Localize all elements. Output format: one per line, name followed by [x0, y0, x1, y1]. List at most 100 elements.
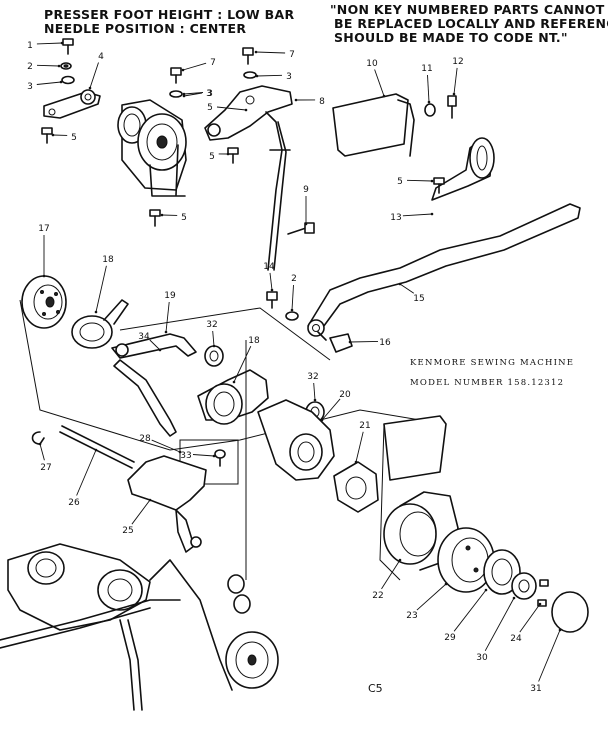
screw-5b-part [149, 209, 161, 227]
bobbin-case-29-part [483, 549, 521, 595]
callout-number-8: 8 [319, 97, 325, 107]
notice-line-2: BE REPLACED LOCALLY AND REFERENCE [334, 16, 608, 31]
callout-leader-30 [484, 597, 515, 652]
arm-15-part [307, 203, 581, 337]
caption-model-number: MODEL NUMBER 158.12312 [410, 378, 565, 388]
callout-leader-12 [453, 67, 458, 95]
callout-number-29: 29 [444, 633, 456, 643]
lower-mechanism-assembly [0, 340, 279, 711]
callout-number-33: 33 [180, 451, 191, 461]
callout-leader-10 [374, 69, 385, 97]
callout-arrowhead-33 [212, 454, 216, 458]
callout-leader-19 [165, 301, 170, 333]
callout-arrowhead-17 [42, 274, 46, 278]
callout-leader-23 [416, 583, 447, 611]
callout-leader-22 [381, 559, 401, 590]
callout-arrowhead-9 [304, 222, 308, 226]
screw-5d-part [433, 177, 445, 194]
callout-number-27: 27 [40, 463, 51, 473]
needle-position-text: NEEDLE POSITION : CENTER [44, 21, 247, 36]
callout-arrowhead-19 [164, 330, 168, 334]
callout-arrowhead-10 [382, 94, 386, 98]
callout-number-2: 2 [291, 274, 297, 284]
callout-number-3: 3 [286, 72, 292, 82]
callout-arrowhead-2 [57, 64, 61, 68]
callout-arrowhead-18 [232, 380, 236, 384]
washer-11-part [424, 103, 436, 117]
callout-leader-2 [36, 64, 60, 67]
callout-arrowhead-12 [452, 92, 456, 96]
callout-arrowhead-3 [59, 80, 63, 84]
callout-number-18: 18 [248, 336, 260, 346]
callout-number-16: 16 [379, 338, 391, 348]
callout-number-20: 20 [339, 390, 351, 400]
callout-number-32: 32 [307, 372, 318, 382]
callout-arrowhead-21 [354, 460, 358, 464]
callout-arrowhead-20 [320, 418, 324, 422]
callout-number-7: 7 [289, 50, 295, 60]
callout-arrowhead-29 [484, 588, 488, 592]
screws-24-part [537, 579, 549, 607]
callout-arrowhead-8 [294, 98, 298, 102]
callout-leader-31 [538, 629, 561, 682]
callout-leader-25 [131, 499, 151, 525]
callout-arrowhead-5 [430, 179, 434, 183]
callout-arrowhead-25 [148, 498, 152, 502]
callout-number-26: 26 [68, 498, 80, 508]
callout-number-9: 9 [303, 185, 309, 195]
callout-arrowhead-28 [178, 450, 182, 454]
callout-leader-1 [36, 42, 63, 45]
screw-9-part [287, 222, 315, 235]
callout-arrowhead-32 [313, 398, 317, 402]
callout-number-10: 10 [366, 59, 378, 69]
callout-leader-5 [216, 106, 247, 111]
lever-8-part [204, 85, 293, 271]
callout-arrowhead-31 [558, 628, 562, 632]
callout-arrowhead-16 [348, 340, 352, 344]
callout-number-25: 25 [122, 526, 133, 536]
callout-arrowhead-3 [182, 94, 186, 98]
callout-number-28: 28 [139, 434, 151, 444]
callout-number-5: 5 [181, 213, 187, 223]
callout-number-30: 30 [476, 653, 488, 663]
gear-17-part [21, 275, 67, 329]
callout-arrowhead-5 [244, 108, 248, 112]
callout-arrowhead-5 [226, 152, 230, 156]
page-id: C5 [368, 682, 383, 695]
callout-number-31: 31 [530, 684, 541, 694]
bracket-25-part [127, 455, 207, 553]
callout-number-15: 15 [413, 294, 424, 304]
callout-leader-29 [453, 589, 487, 632]
callout-leader-3 [36, 81, 62, 85]
screw-14-part [266, 291, 278, 309]
callout-leader-3 [183, 92, 203, 97]
callout-number-34: 34 [138, 332, 150, 342]
washer-18-part [71, 299, 129, 349]
screw-7-part [169, 67, 183, 98]
callout-arrowhead-1 [60, 41, 64, 45]
callout-number-13: 13 [390, 213, 401, 223]
callout-number-17: 17 [38, 224, 49, 234]
plate-10-part [332, 93, 415, 157]
stud-16-part [317, 331, 353, 353]
callout-number-19: 19 [164, 291, 176, 301]
callout-arrowhead-2 [290, 308, 294, 312]
notice-line-3: SHOULD BE MADE TO CODE NT." [334, 30, 568, 45]
callout-leader-7 [182, 62, 207, 71]
motor-pulley-assembly [117, 99, 187, 197]
callout-leader-18 [95, 265, 107, 313]
callout-number-3: 3 [206, 89, 212, 99]
callout-arrowhead-30 [512, 596, 516, 600]
callout-arrowhead-5 [160, 213, 164, 217]
bracket-4-part [43, 89, 101, 119]
callout-number-23: 23 [406, 611, 417, 621]
callout-arrowhead-14 [270, 288, 274, 292]
callout-arrowhead-26 [94, 448, 98, 452]
screw-5c-part [227, 147, 239, 164]
callout-leader-3 [183, 92, 204, 95]
cap-31-part [551, 591, 589, 633]
notice-line-1: "NON KEY NUMBERED PARTS CANNOT [330, 2, 605, 17]
